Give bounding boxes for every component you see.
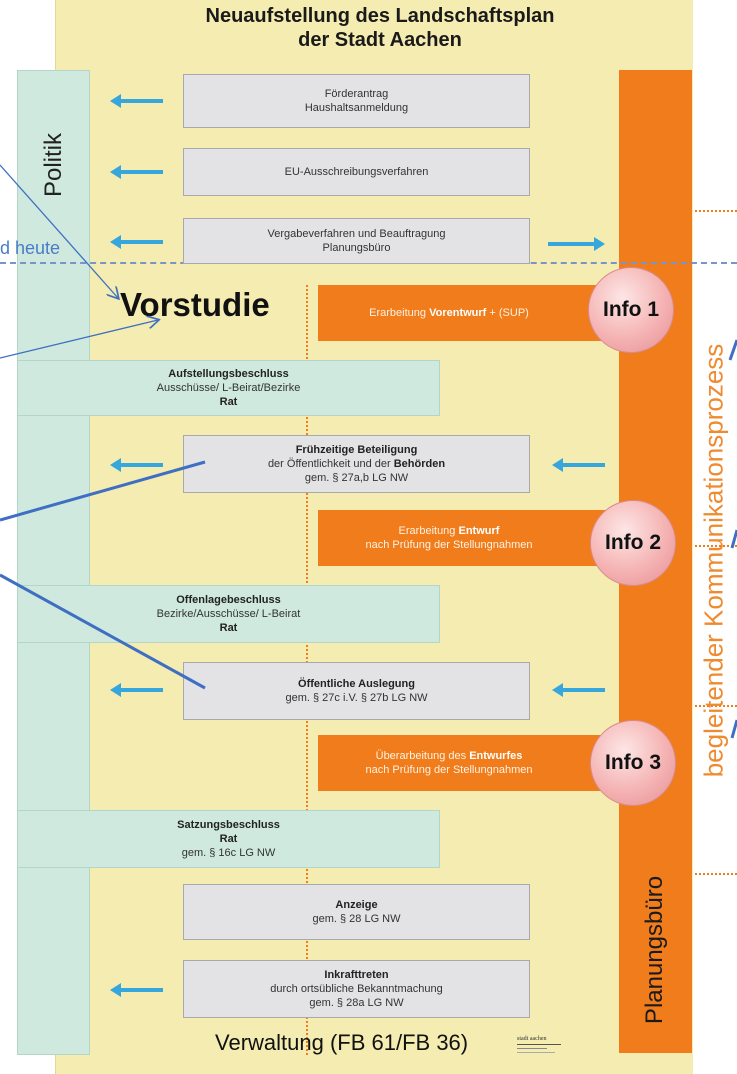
vorstudie-label: Vorstudie [120, 286, 270, 323]
arrow-left-2 [110, 165, 163, 179]
politik-column [17, 70, 90, 1055]
box-vergabeverfahren: Vergabeverfahren und Beauftragung Planun… [183, 218, 530, 264]
box-aufstellungsbeschluss: Aufstellungsbeschluss Ausschüsse/ L-Beir… [17, 360, 440, 416]
box-erarbeitung-vorentwurf: Erarbeitung Vorentwurf + (SUP) [318, 285, 620, 341]
pointer-line-2 [0, 320, 158, 359]
connector-line-right-2 [730, 529, 737, 549]
footer-verwaltung-label: Verwaltung (FB 61/FB 36) [215, 1030, 469, 1055]
box-ueberarbeitung-entwurf: Überarbeitung des Entwurfes nach Prüfung… [318, 735, 620, 791]
connector-line-right-3 [730, 719, 737, 739]
info-bubble-2: Info 2 [590, 500, 676, 586]
arrow-left-6 [110, 983, 163, 997]
connector-line-2 [0, 573, 206, 690]
info-bubble-3: Info 3 [590, 720, 676, 806]
box-satzungsbeschluss: Satzungsbeschluss Rat gem. § 16c LG NW [17, 810, 440, 868]
arrow-left-3 [110, 235, 163, 249]
title-line-1: Neuaufstellung des Landschaftsplan [205, 5, 555, 27]
box-erarbeitung-entwurf: Erarbeitung Entwurf nach Prüfung der Ste… [318, 510, 620, 566]
arrow-left-4 [110, 458, 163, 472]
box-foerderantrag: Förderantrag Haushaltsanmeldung [183, 74, 530, 128]
title-line-2: der Stadt Aachen [298, 29, 462, 51]
arrow-left-1 [110, 94, 163, 108]
arrow-right-vergabe [548, 237, 605, 251]
connector-line-right-1 [728, 339, 737, 361]
dotted-divider-2 [695, 545, 737, 547]
diagram-title: Neuaufstellung des Landschaftsplan der S… [120, 4, 640, 52]
pointer-line-1 [0, 164, 118, 298]
arrow-left-pb-2 [552, 683, 605, 697]
connector-line-1 [0, 460, 206, 522]
dotted-divider-1 [695, 210, 737, 212]
heute-label: d heute [0, 238, 61, 258]
svg-text:stadt aachen: stadt aachen [517, 1036, 546, 1042]
box-offenlagebeschluss: Offenlagebeschluss Bezirke/Ausschüsse/ L… [17, 585, 440, 643]
arrow-left-pb-1 [552, 458, 605, 472]
box-inkrafttreten: Inkrafttreten durch ortsübliche Bekanntm… [183, 960, 530, 1018]
arrow-left-5 [110, 683, 163, 697]
stadt-aachen-logo: stadt aachen [515, 1030, 565, 1066]
box-anzeige: Anzeige gem. § 28 LG NW [183, 884, 530, 940]
info-bubble-1: Info 1 [588, 267, 674, 353]
box-oeffentliche-auslegung: Öffentliche Auslegung gem. § 27c i.V. § … [183, 662, 530, 720]
box-eu-ausschreibung: EU-Ausschreibungsverfahren [183, 148, 530, 196]
dotted-divider-4 [695, 873, 737, 875]
box-fruehzeitige-beteiligung: Frühzeitige Beteiligung der Öffentlichke… [183, 435, 530, 493]
dotted-divider-3 [695, 705, 737, 707]
